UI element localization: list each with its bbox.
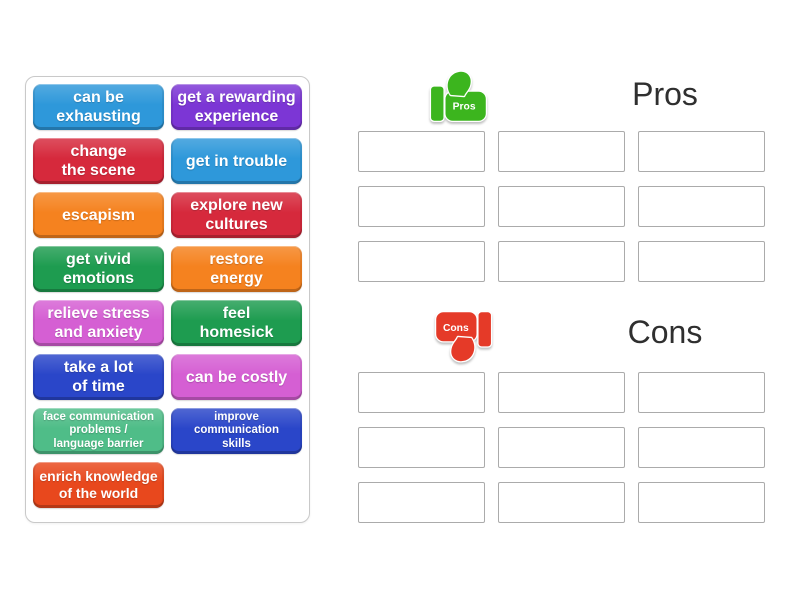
drop-slot[interactable]	[498, 482, 625, 523]
drop-slot[interactable]	[638, 427, 765, 468]
drop-slot[interactable]	[358, 241, 485, 282]
tile-feel-homesick[interactable]: feel homesick	[171, 300, 302, 346]
drop-slot[interactable]	[358, 186, 485, 227]
tile-restore-energy[interactable]: restore energy	[171, 246, 302, 292]
drop-slot[interactable]	[358, 372, 485, 413]
tile-get-vivid-emotions[interactable]: get vivid emotions	[33, 246, 164, 292]
drop-slot[interactable]	[498, 186, 625, 227]
tile-get-in-trouble[interactable]: get in trouble	[171, 138, 302, 184]
drop-slot[interactable]	[638, 372, 765, 413]
cons-group-title: Cons	[627, 314, 703, 350]
pros-group-title: Pros	[632, 76, 698, 112]
drop-slot[interactable]	[498, 427, 625, 468]
thumbs-up-icon: Pros	[429, 70, 488, 122]
drop-slot[interactable]	[638, 482, 765, 523]
drop-slot[interactable]	[498, 241, 625, 282]
tile-escapism[interactable]: escapism	[33, 192, 164, 238]
drop-slot[interactable]	[498, 131, 625, 172]
tile-face-communication-problems-language-barrier[interactable]: face communication problems / language b…	[33, 408, 164, 454]
drop-slot[interactable]	[638, 241, 765, 282]
thumbs-down-icon-label: Cons	[443, 323, 469, 334]
drop-slot[interactable]	[498, 372, 625, 413]
drop-slot[interactable]	[638, 186, 765, 227]
tile-take-a-lot-of-time[interactable]: take a lot of time	[33, 354, 164, 400]
thumbs-up-icon-label: Pros	[453, 101, 476, 112]
thumbs-down-icon: Cons	[434, 311, 493, 363]
tile-enrich-knowledge-of-the-world[interactable]: enrich knowledge of the world	[33, 462, 164, 508]
tile-can-be-exhausting[interactable]: can be exhausting	[33, 84, 164, 130]
tile-improve-communication-skills[interactable]: improve communication skills	[171, 408, 302, 454]
pros-drop-zone	[358, 131, 765, 282]
cons-drop-zone	[358, 372, 765, 523]
drop-slot[interactable]	[638, 131, 765, 172]
drop-slot[interactable]	[358, 131, 485, 172]
tile-get-a-rewarding-experience[interactable]: get a rewarding experience	[171, 84, 302, 130]
tile-relieve-stress-and-anxiety[interactable]: relieve stress and anxiety	[33, 300, 164, 346]
tile-can-be-costly[interactable]: can be costly	[171, 354, 302, 400]
tile-explore-new-cultures[interactable]: explore new cultures	[171, 192, 302, 238]
drop-slot[interactable]	[358, 427, 485, 468]
drop-slot[interactable]	[358, 482, 485, 523]
tile-change-the-scene[interactable]: change the scene	[33, 138, 164, 184]
